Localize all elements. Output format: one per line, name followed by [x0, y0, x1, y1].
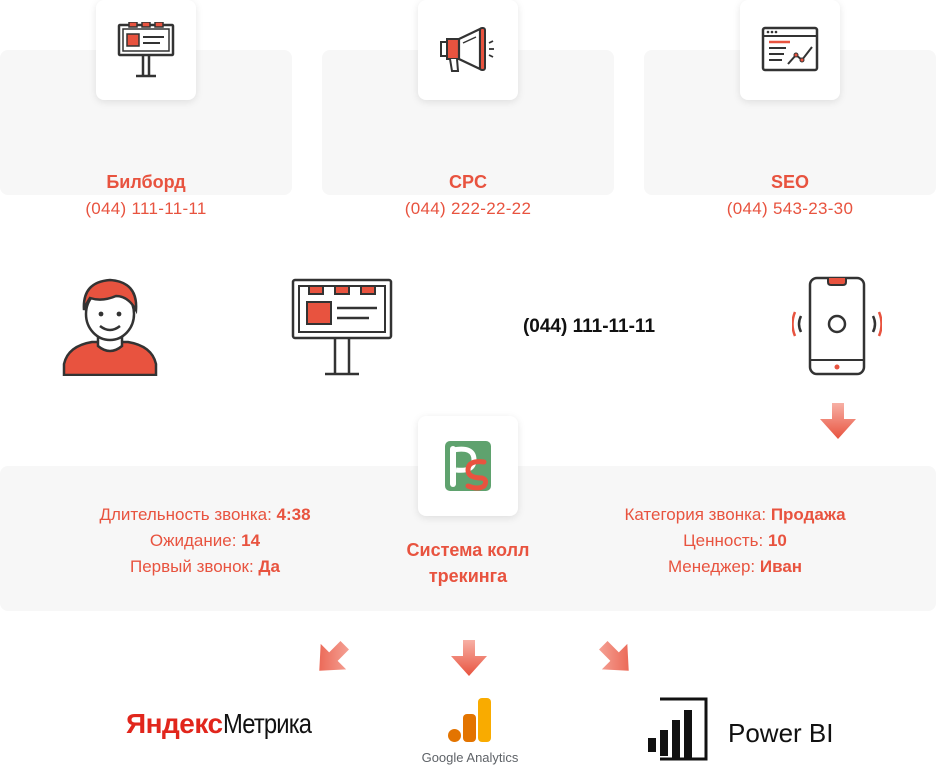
metric-first-call: Первый звонок: Да: [130, 557, 280, 576]
billboard-icon: [96, 0, 196, 100]
arrow-down-right-icon: [598, 640, 634, 681]
source-title: CPC: [448, 172, 487, 192]
google-analytics-label: Google Analytics: [421, 750, 519, 765]
call-metrics-left: Длительность звонка: 4:38 Ожидание: 14 П…: [40, 502, 370, 580]
source-title: Билборд: [106, 172, 186, 192]
dialed-number: (044) 111-11-11: [522, 316, 656, 337]
source-phone: (044) 543-23-30: [726, 199, 854, 218]
person-icon: [62, 276, 158, 381]
power-bi-label: Power BI: [728, 718, 834, 748]
yandex-metrika-logo: Яндекс Метрика: [126, 708, 312, 739]
metric-manager: Менеджер: Иван: [667, 557, 803, 576]
ringing-phone-icon: [791, 276, 883, 381]
calltracking-logo-icon: [418, 416, 518, 516]
arrow-down-icon: [451, 640, 487, 681]
metric-wait: Ожидание: 14: [149, 531, 261, 550]
source-title: SEO: [770, 172, 809, 192]
metric-duration: Длительность звонка: 4:38: [99, 505, 311, 524]
megaphone-icon: [418, 0, 518, 100]
billboard-large-icon: [291, 276, 393, 381]
tracking-system-label: Система колл трекинга: [406, 540, 530, 586]
source-phone: (044) 222-22-22: [404, 199, 532, 218]
seo-chart-icon: [740, 0, 840, 100]
google-analytics-icon: [446, 696, 494, 749]
arrow-down-left-icon: [314, 640, 350, 681]
metric-value: Ценность: 10: [683, 531, 787, 550]
metric-category: Категория звонка: Продажа: [624, 505, 846, 524]
source-phone: (044) 111-11-11: [85, 199, 207, 218]
power-bi-icon: [646, 696, 712, 767]
call-metrics-right: Категория звонка: Продажа Ценность: 10 М…: [570, 502, 900, 580]
arrow-down-icon: [820, 403, 856, 444]
